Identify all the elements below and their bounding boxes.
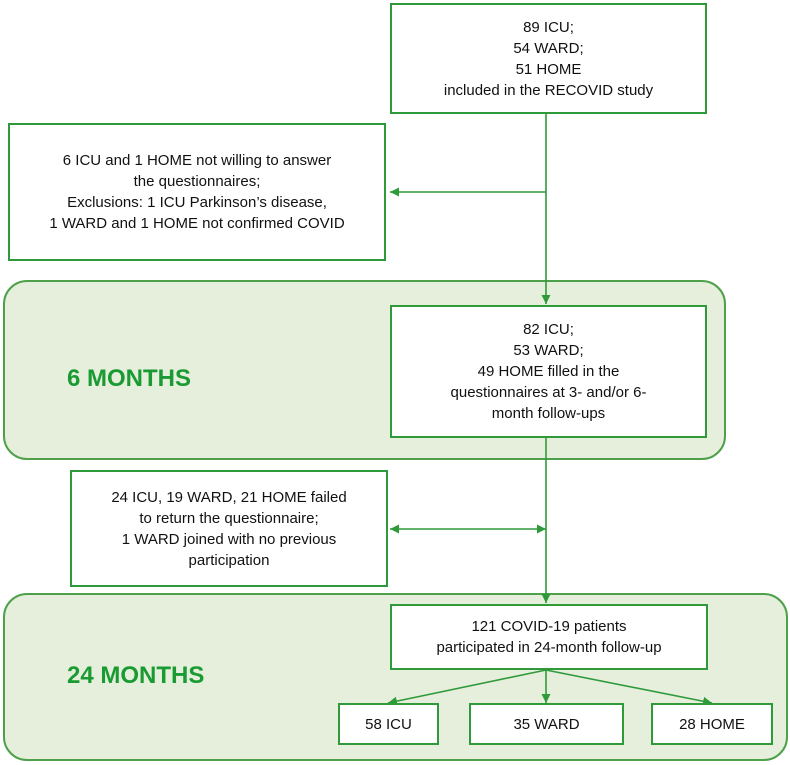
twentyfour-months-label: 24 MONTHS — [67, 662, 205, 689]
group-icu-label: 58 ICU — [365, 715, 412, 733]
enrolled-line: included in the RECOVID study — [443, 81, 654, 99]
attrition-line: participation — [188, 551, 270, 569]
twentyfour-months-line: participated in 24-month follow-up — [436, 639, 662, 656]
attrition-box: 24 ICU, 19 WARD, 21 HOME failed to retur… — [70, 470, 388, 587]
exclusions-line: Exclusions: 1 ICU Parkinson’s disease, — [67, 194, 327, 211]
six-months-line: 49 HOME filled in the — [477, 363, 620, 380]
attrition-line: 1 WARD joined with no previous — [121, 530, 337, 548]
arrow-to-icu — [387, 669, 547, 706]
six-months-box: 82 ICU; 53 WARD; 49 HOME filled in the q… — [390, 305, 707, 438]
enrolled-line: 54 WARD; — [513, 39, 584, 57]
enrolled-line: 51 HOME — [515, 60, 582, 78]
exclusions-line: 6 ICU and 1 HOME not willing to answer — [62, 152, 332, 169]
group-home-label: 28 HOME — [679, 715, 745, 733]
group-icu-box: 58 ICU — [338, 703, 439, 745]
exclusions-line: 1 WARD and 1 HOME not confirmed COVID — [49, 215, 345, 232]
group-ward-label: 35 WARD — [513, 715, 580, 733]
arrow-to-home — [545, 669, 713, 706]
attrition-line: to return the questionnaire; — [139, 509, 319, 527]
attrition-line: 24 ICU, 19 WARD, 21 HOME failed — [111, 488, 347, 506]
exclusions-line: the questionnaires; — [133, 173, 261, 190]
group-ward-box: 35 WARD — [469, 703, 624, 745]
six-months-line: month follow-ups — [491, 405, 606, 422]
six-months-line: 82 ICU; — [523, 321, 574, 338]
exclusions-box: 6 ICU and 1 HOME not willing to answer t… — [8, 123, 386, 261]
group-home-box: 28 HOME — [651, 703, 773, 745]
enrolled-box: 89 ICU; 54 WARD; 51 HOME included in the… — [390, 3, 707, 114]
twentyfour-months-box: 121 COVID-19 patients participated in 24… — [390, 604, 708, 670]
six-months-line: questionnaires at 3- and/or 6- — [450, 384, 647, 401]
enrolled-line: 89 ICU; — [523, 18, 574, 36]
six-months-line: 53 WARD; — [513, 342, 584, 359]
twentyfour-months-line: 121 COVID-19 patients — [471, 618, 627, 635]
six-months-label: 6 MONTHS — [67, 365, 192, 392]
